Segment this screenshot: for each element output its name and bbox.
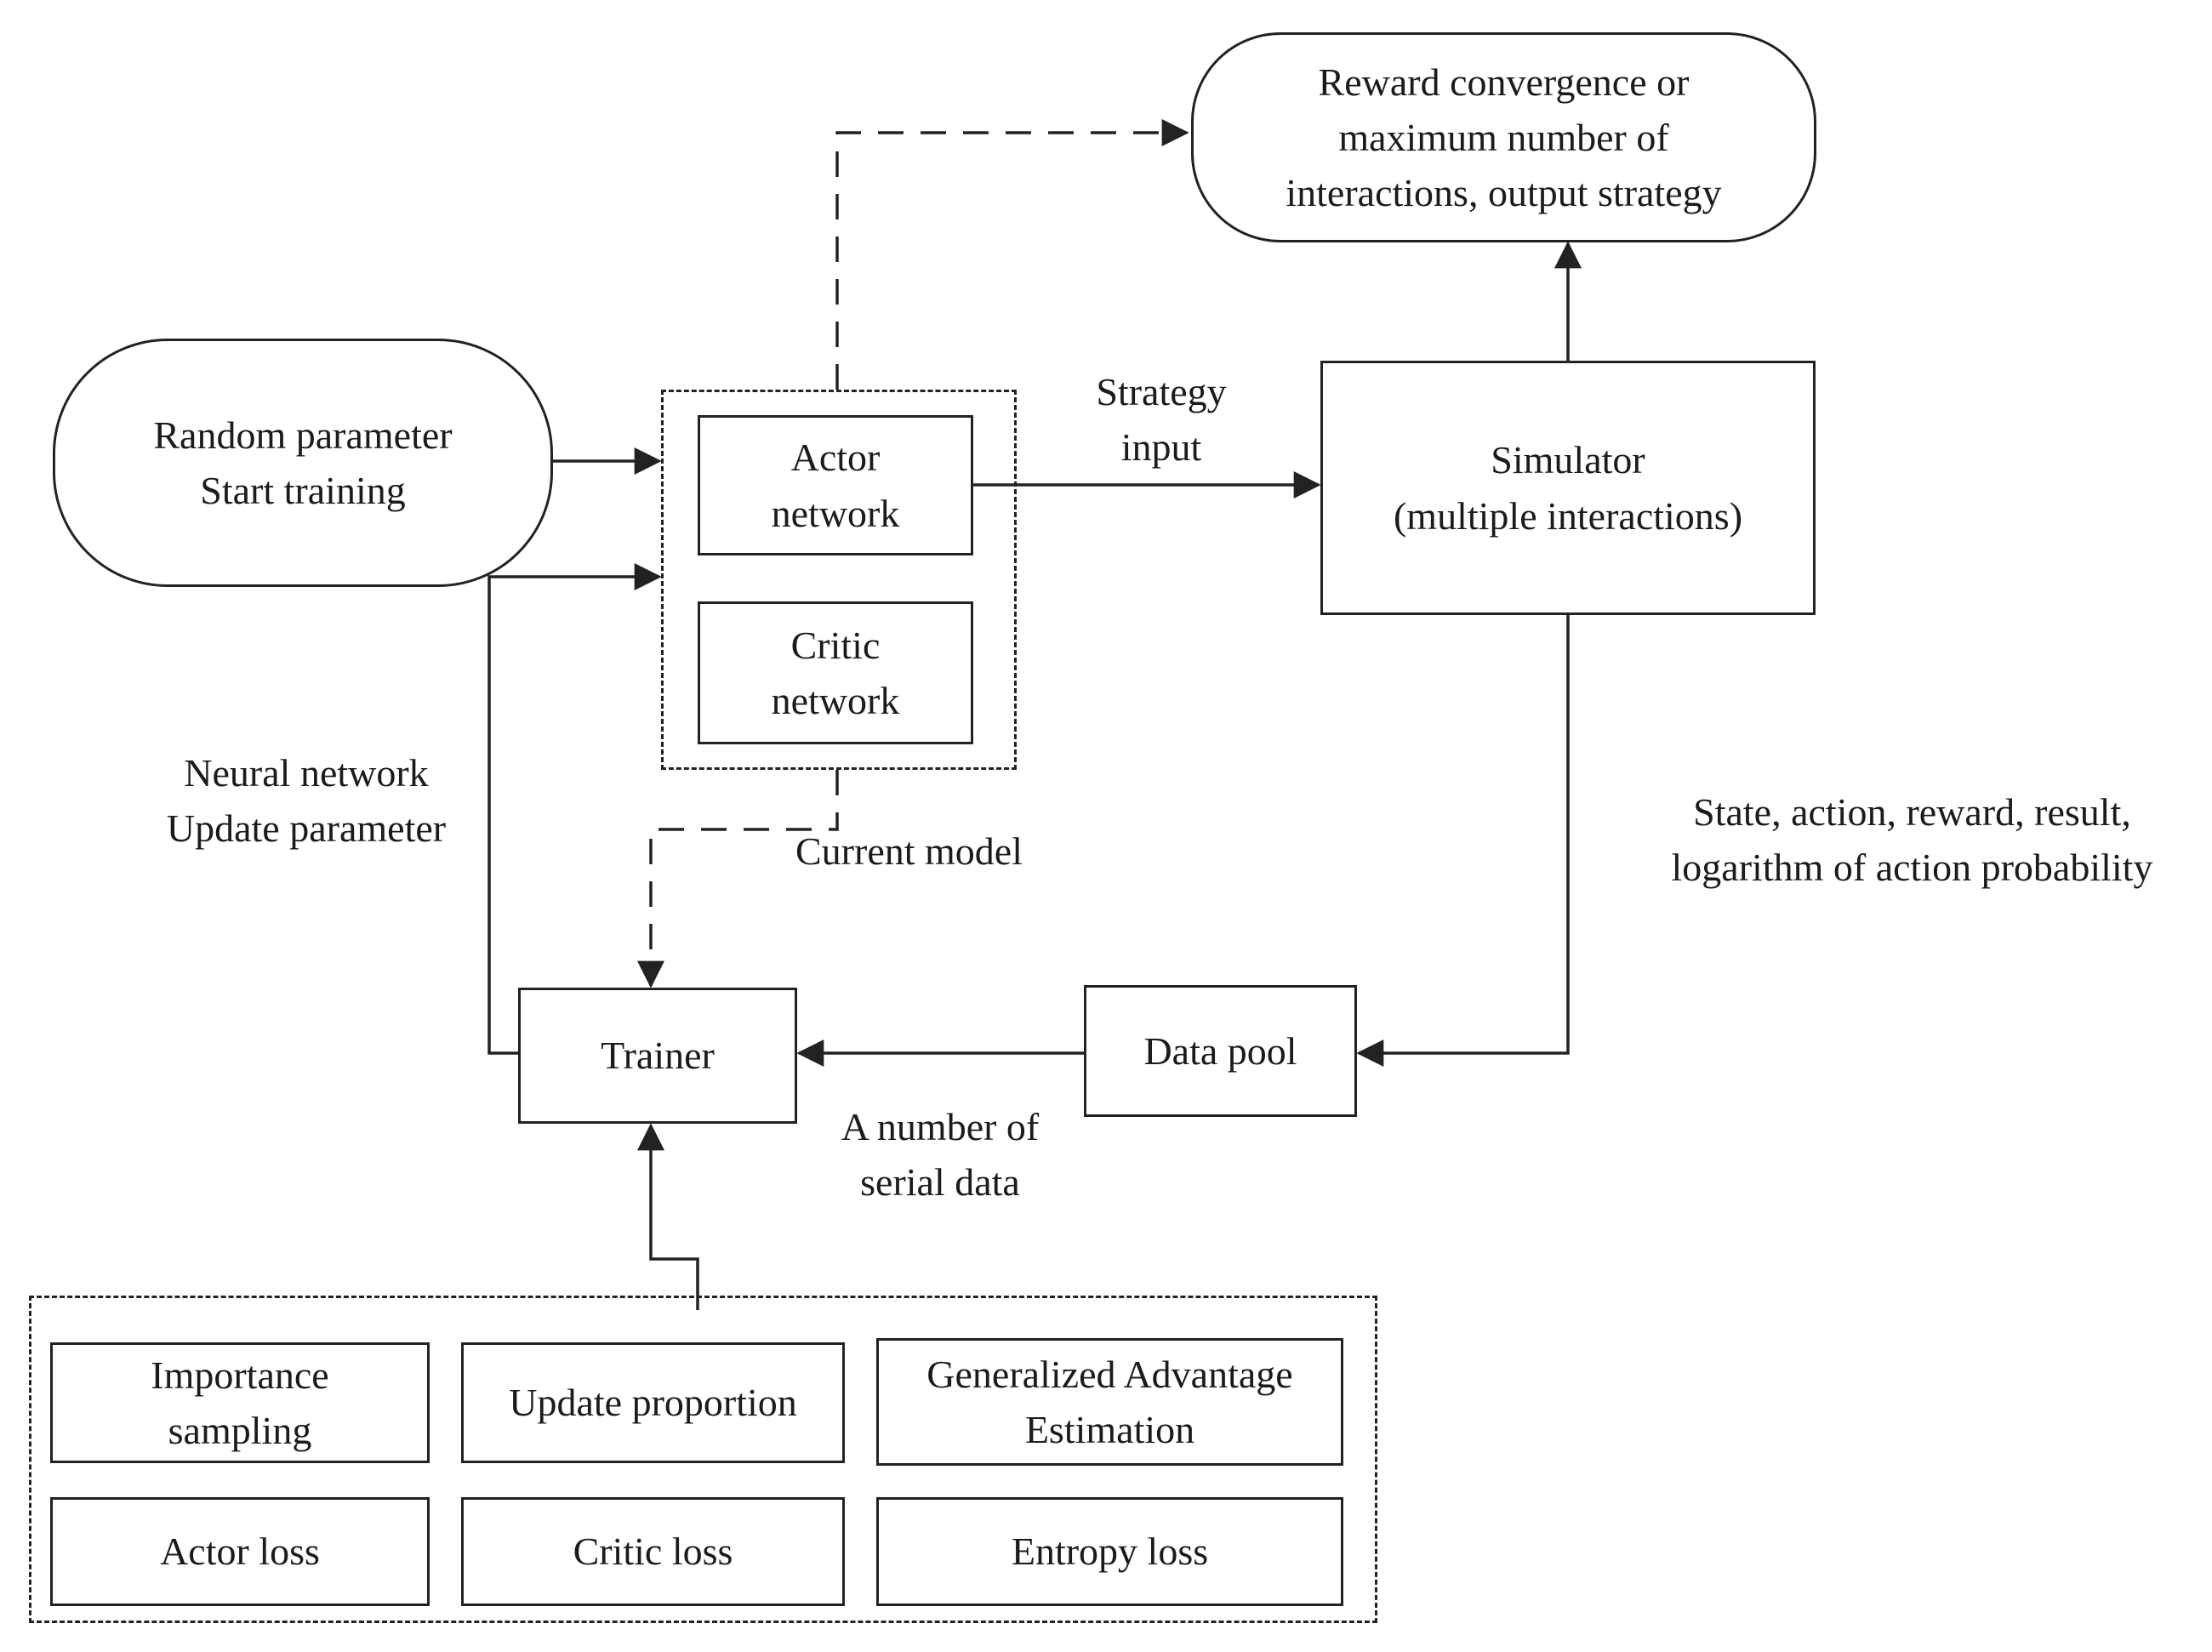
label-current-model: Current model — [795, 829, 1023, 873]
edge-losses-to-trainer — [637, 1123, 699, 1310]
group-actor-critic-networks — [661, 390, 1017, 770]
node-actor-network: Actor network — [698, 415, 973, 555]
data-pool-label: Data pool — [1143, 1028, 1297, 1073]
trainer-label: Trainer — [601, 1034, 715, 1078]
node-update-proportion: Update proportion — [461, 1342, 845, 1463]
edge-simulator-to-datapool — [1356, 615, 1570, 1067]
importance-sampling-label: Importance sampling — [151, 1353, 329, 1452]
label-sim-output: State, action, reward, result, logarithm… — [1671, 790, 2153, 890]
node-data-pool: Data pool — [1084, 985, 1357, 1117]
group-loss-functions — [29, 1296, 1377, 1623]
critic-network-label: Critic network — [771, 623, 900, 722]
edge-currentmodel-to-trainer-dashed — [637, 770, 839, 988]
gae-label: Generalized Advantage Estimation — [926, 1352, 1293, 1451]
node-start: Random parameter Start training — [53, 339, 553, 587]
critic-loss-label: Critic loss — [573, 1530, 733, 1574]
node-entropy-loss: Entropy loss — [876, 1497, 1343, 1606]
node-importance-sampling: Importance sampling — [50, 1342, 430, 1463]
node-critic-loss: Critic loss — [461, 1497, 845, 1606]
label-serial-data: A number of serial data — [841, 1105, 1040, 1205]
edge-networks-to-terminal-dashed — [835, 119, 1189, 390]
edge-trainer-to-networks — [487, 563, 662, 1055]
update-proportion-label: Update proportion — [509, 1381, 797, 1425]
simulator-label: Simulator (multiple interactions) — [1393, 438, 1743, 538]
node-actor-loss: Actor loss — [50, 1497, 430, 1606]
node-critic-network: Critic network — [698, 601, 973, 744]
label-strategy-input: Strategy input — [1096, 370, 1227, 470]
label-neural-update: Neural network Update parameter — [166, 751, 447, 851]
node-gae: Generalized Advantage Estimation — [876, 1338, 1343, 1466]
actor-loss-label: Actor loss — [160, 1530, 320, 1574]
actor-network-label: Actor network — [771, 436, 900, 535]
start-label: Random parameter Start training — [153, 413, 453, 512]
node-simulator: Simulator (multiple interactions) — [1320, 361, 1816, 615]
node-trainer: Trainer — [518, 988, 797, 1124]
node-terminal-output: Reward convergence or maximum number of … — [1191, 32, 1816, 242]
terminal-output-label: Reward convergence or maximum number of … — [1286, 60, 1722, 215]
entropy-loss-label: Entropy loss — [1011, 1530, 1209, 1574]
